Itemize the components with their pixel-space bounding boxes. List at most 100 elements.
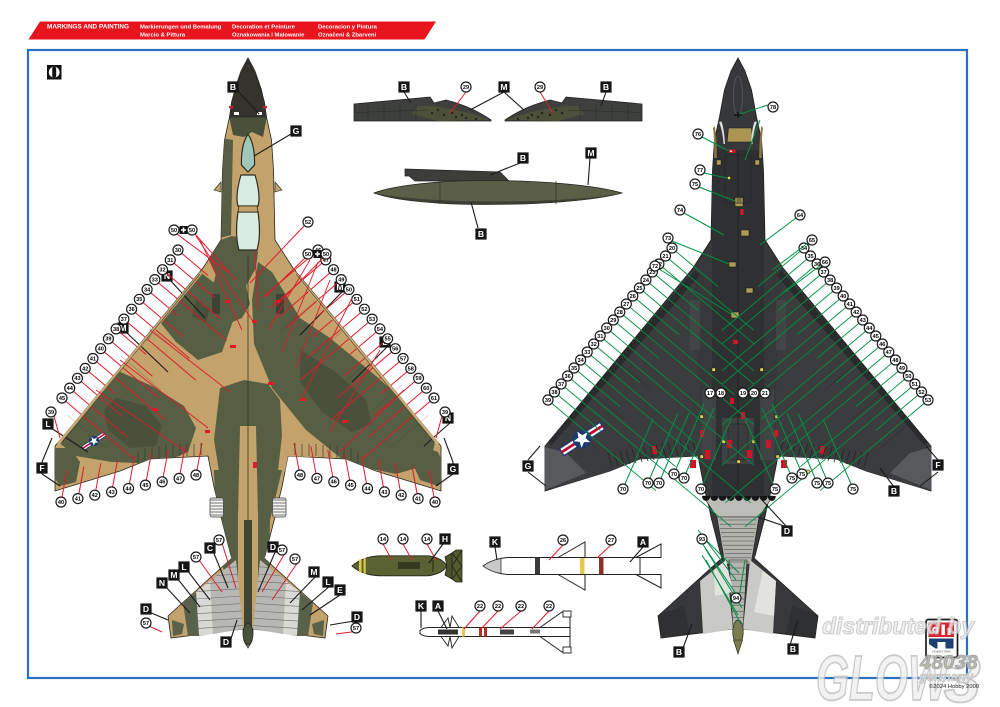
svg-text:18: 18 xyxy=(718,391,724,397)
svg-text:60: 60 xyxy=(423,386,429,392)
svg-text:20: 20 xyxy=(669,246,675,252)
svg-text:52: 52 xyxy=(361,307,367,313)
svg-text:42: 42 xyxy=(853,310,859,316)
svg-text:41: 41 xyxy=(75,497,81,503)
svg-text:38: 38 xyxy=(827,278,833,284)
svg-text:57: 57 xyxy=(279,548,285,554)
svg-text:75: 75 xyxy=(814,481,820,487)
svg-text:B: B xyxy=(790,644,796,654)
svg-text:41: 41 xyxy=(847,302,853,308)
svg-text:D: D xyxy=(784,526,790,536)
svg-text:50: 50 xyxy=(171,228,177,234)
svg-text:45: 45 xyxy=(142,483,148,489)
svg-text:59: 59 xyxy=(415,376,421,382)
svg-text:39: 39 xyxy=(105,337,111,343)
svg-text:33: 33 xyxy=(584,350,590,356)
svg-text:22: 22 xyxy=(518,604,524,610)
svg-text:27: 27 xyxy=(608,538,614,544)
svg-text:36: 36 xyxy=(814,262,820,268)
svg-text:53: 53 xyxy=(925,398,931,404)
svg-text:germany: germany xyxy=(918,669,974,684)
svg-text:14: 14 xyxy=(424,537,431,543)
svg-text:29: 29 xyxy=(537,85,543,91)
svg-text:49: 49 xyxy=(338,278,344,284)
svg-text:Markierungen und Bemalung: Markierungen und Bemalung xyxy=(140,25,222,31)
svg-text:47: 47 xyxy=(886,350,892,356)
svg-text:51: 51 xyxy=(354,297,360,303)
svg-text:57: 57 xyxy=(292,557,298,563)
svg-text:41: 41 xyxy=(90,356,96,362)
svg-text:D: D xyxy=(223,637,229,647)
svg-text:58: 58 xyxy=(408,366,414,372)
svg-text:F: F xyxy=(39,463,44,473)
svg-text:70: 70 xyxy=(620,487,626,493)
svg-text:75: 75 xyxy=(772,487,778,493)
svg-text:45: 45 xyxy=(59,396,65,402)
svg-text:30: 30 xyxy=(175,248,181,254)
svg-text:B: B xyxy=(520,153,526,163)
svg-text:39: 39 xyxy=(833,286,839,292)
svg-text:30: 30 xyxy=(604,326,610,332)
svg-text:21: 21 xyxy=(662,254,668,260)
svg-text:75: 75 xyxy=(789,476,795,482)
svg-text:34: 34 xyxy=(577,358,584,364)
svg-text:22: 22 xyxy=(477,604,483,610)
svg-text:22: 22 xyxy=(495,604,501,610)
svg-text:34: 34 xyxy=(144,287,151,293)
svg-text:43: 43 xyxy=(860,318,866,324)
svg-text:61: 61 xyxy=(431,396,437,402)
svg-text:57: 57 xyxy=(193,555,199,561)
svg-text:45: 45 xyxy=(873,334,879,340)
svg-text:75: 75 xyxy=(692,182,698,188)
svg-text:42: 42 xyxy=(92,493,98,499)
svg-text:D: D xyxy=(270,542,276,552)
svg-text:44: 44 xyxy=(125,486,132,492)
svg-text:41: 41 xyxy=(415,497,421,503)
svg-text:47: 47 xyxy=(323,258,329,264)
svg-text:K: K xyxy=(418,601,425,611)
svg-text:N: N xyxy=(445,413,451,423)
svg-text:57: 57 xyxy=(216,538,222,544)
svg-text:39: 39 xyxy=(545,398,551,404)
svg-text:75: 75 xyxy=(799,472,805,478)
svg-text:19: 19 xyxy=(740,391,746,397)
svg-text:Marcio & Pittura: Marcio & Pittura xyxy=(140,33,186,39)
svg-text:40: 40 xyxy=(840,294,846,300)
svg-text:M: M xyxy=(587,148,594,158)
svg-text:93: 93 xyxy=(699,537,705,543)
svg-text:32: 32 xyxy=(591,342,597,348)
svg-text:70: 70 xyxy=(656,481,662,487)
svg-text:35: 35 xyxy=(807,254,813,260)
svg-text:21: 21 xyxy=(762,391,768,397)
svg-text:39: 39 xyxy=(48,410,54,416)
svg-text:50: 50 xyxy=(323,252,329,258)
svg-text:D: D xyxy=(143,604,149,614)
svg-text:31: 31 xyxy=(597,334,603,340)
svg-text:70: 70 xyxy=(645,481,651,487)
svg-text:37: 37 xyxy=(121,317,127,323)
svg-text:46: 46 xyxy=(879,342,885,348)
svg-text:G: G xyxy=(525,461,532,471)
svg-text:77: 77 xyxy=(697,168,703,174)
svg-text:65: 65 xyxy=(809,238,815,244)
svg-text:52: 52 xyxy=(918,390,924,396)
svg-text:48: 48 xyxy=(892,358,898,364)
svg-text:39: 39 xyxy=(442,410,448,416)
svg-text:29: 29 xyxy=(610,318,616,324)
svg-text:31: 31 xyxy=(167,258,173,264)
svg-text:B: B xyxy=(676,647,682,657)
svg-text:distributed by: distributed by xyxy=(822,613,975,639)
svg-text:36: 36 xyxy=(564,374,570,380)
svg-text:40: 40 xyxy=(432,500,438,506)
svg-text:36: 36 xyxy=(128,307,134,313)
svg-text:G: G xyxy=(293,126,300,136)
svg-text:38: 38 xyxy=(113,327,119,333)
svg-text:C: C xyxy=(207,543,213,553)
svg-text:M: M xyxy=(119,323,126,333)
svg-text:42: 42 xyxy=(82,366,88,372)
svg-text:70: 70 xyxy=(681,476,687,482)
svg-text:72: 72 xyxy=(652,264,658,270)
svg-text:55: 55 xyxy=(384,337,390,343)
svg-text:B: B xyxy=(401,82,407,92)
svg-text:L: L xyxy=(45,419,50,429)
